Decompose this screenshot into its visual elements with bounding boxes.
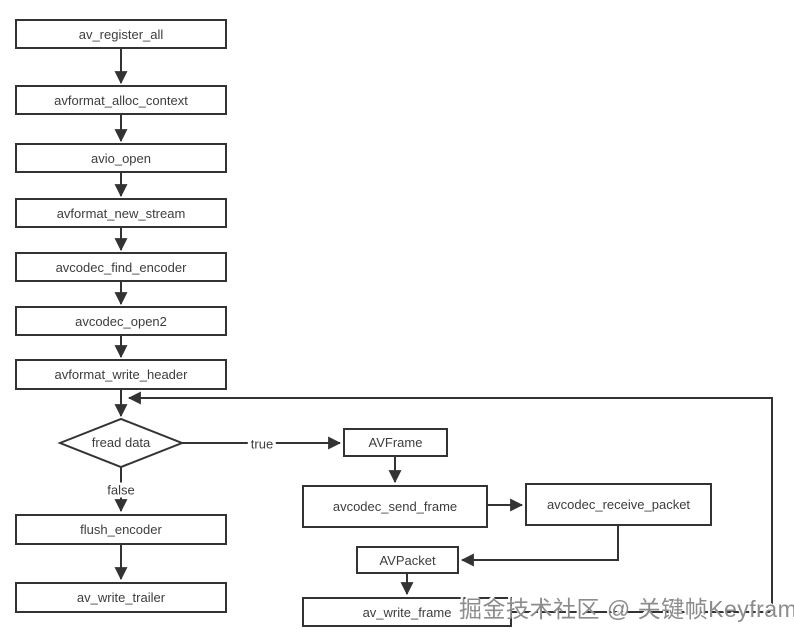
node-label: AVPacket	[379, 552, 436, 568]
node-avformat-alloc-context: avformat_alloc_context	[15, 85, 227, 115]
node-avcodec-find-encoder: avcodec_find_encoder	[15, 252, 227, 282]
node-label: avcodec_find_encoder	[55, 259, 187, 275]
node-label: fread data	[91, 435, 151, 450]
node-label: avcodec_receive_packet	[546, 497, 691, 512]
node-avcodec-send-frame: avcodec_send_frame	[302, 485, 488, 528]
node-label: avio_open	[91, 150, 151, 166]
node-av-register-all: av_register_all	[15, 19, 227, 49]
node-flush-encoder: flush_encoder	[15, 514, 227, 545]
node-avcodec-open2: avcodec_open2	[15, 306, 227, 336]
node-label: av_register_all	[78, 26, 164, 42]
node-label: avformat_alloc_context	[54, 92, 188, 108]
edge-receivepacket-to-avpacket	[460, 526, 619, 567]
node-label: av_write_trailer	[76, 590, 166, 605]
node-av-write-frame: av_write_frame	[302, 597, 512, 627]
node-avpacket: AVPacket	[356, 546, 459, 574]
node-avcodec-receive-packet: avcodec_receive_packet	[525, 483, 712, 526]
watermark-text: 掘金技术社区 @ 关键帧Keyframe	[459, 596, 794, 622]
node-avio-open: avio_open	[15, 143, 227, 173]
node-avframe: AVFrame	[343, 428, 448, 457]
node-av-write-trailer: av_write_trailer	[15, 582, 227, 613]
decision-diamond-shape	[57, 417, 185, 469]
node-label: av_write_frame	[362, 604, 452, 620]
node-avformat-new-stream: avformat_new_stream	[15, 198, 227, 228]
node-label: AVFrame	[368, 435, 423, 450]
node-label: avformat_write_header	[54, 367, 188, 382]
edge-label-true: true	[247, 436, 277, 452]
node-label: avcodec_open2	[75, 313, 167, 329]
node-fread-data: fread data	[60, 435, 182, 450]
edge-label-false: false	[104, 482, 138, 498]
node-avformat-write-header: avformat_write_header	[15, 359, 227, 390]
node-label: avcodec_send_frame	[332, 499, 458, 514]
node-label: avformat_new_stream	[56, 205, 186, 221]
node-label: flush_encoder	[80, 522, 162, 537]
edge-writeframe-loopback	[127, 391, 773, 613]
